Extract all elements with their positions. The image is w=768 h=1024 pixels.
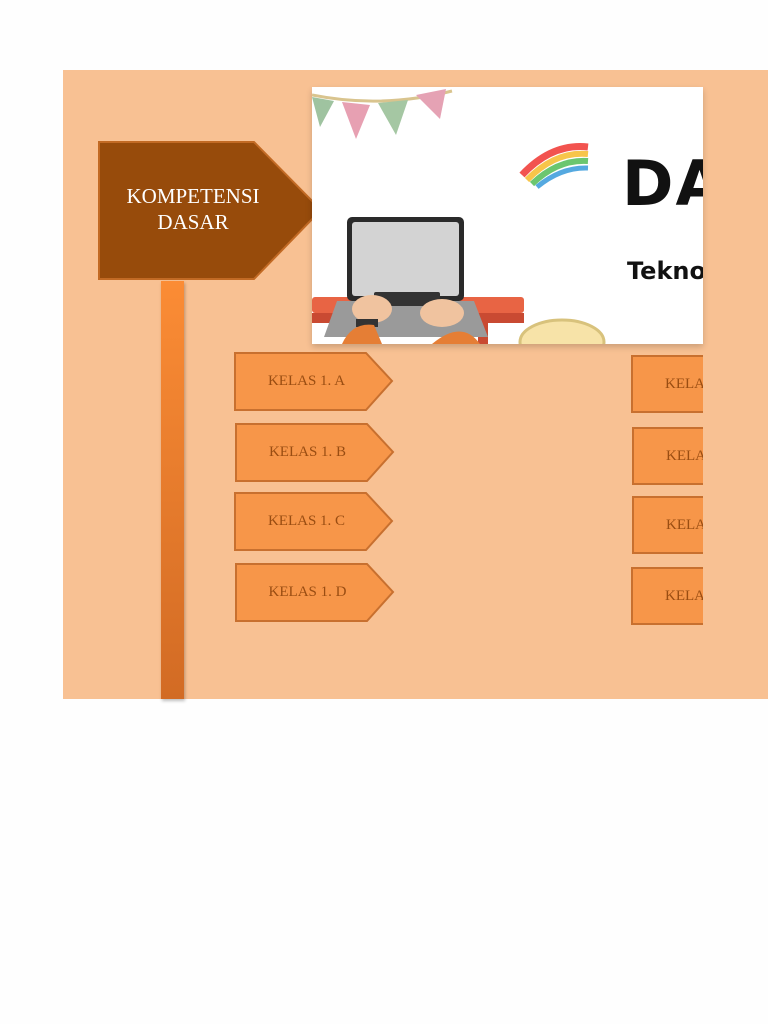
kelas-1d-label: KELAS 1. D [268,584,347,600]
bunting-flag [312,97,334,127]
kelas-1b-button[interactable]: KELAS 1. B [235,423,395,483]
rainbow-icon [519,143,589,189]
bunting-flag [342,102,370,139]
sign-line-2: DASAR [157,210,229,234]
kelas-right-button-3[interactable]: KELA [632,496,703,554]
kelas-right-button-4[interactable]: KELA [631,567,703,625]
kelas-1a-button[interactable]: KELAS 1. A [234,352,394,412]
kelas-1c-button[interactable]: KELAS 1. C [234,492,394,552]
banner-image: DA Teknol [312,87,703,344]
kelas-1d-button[interactable]: KELAS 1. D [235,563,395,623]
kelas-right-label-4: KELA [665,588,703,604]
sign-line-1: KOMPETENSI [126,184,260,208]
kelas-right-label-3: KELA [666,517,703,533]
sign-pole [161,281,184,699]
kelas-right-label-2: KELA [666,448,703,464]
kelas-1a-label: KELAS 1. A [267,373,346,389]
kelas-right-label-1: KELA [665,376,703,392]
bunting-flag [416,89,446,119]
kelas-1c-label: KELAS 1. C [267,513,346,529]
kelas-right-button-2[interactable]: KELA [632,427,703,485]
sign-title: KOMPETENSI DASAR [104,183,282,235]
kelas-1b-label: KELAS 1. B [268,444,347,460]
banner-subtitle: Teknol [627,257,703,285]
right-column-clip: KELA KELA KELA KELA [631,355,703,625]
bunting-flag [378,100,408,135]
kompetensi-dasar-sign: KOMPETENSI DASAR [98,141,322,280]
kelas-right-button-1[interactable]: KELA [631,355,703,413]
banner-title: DA [622,147,703,220]
